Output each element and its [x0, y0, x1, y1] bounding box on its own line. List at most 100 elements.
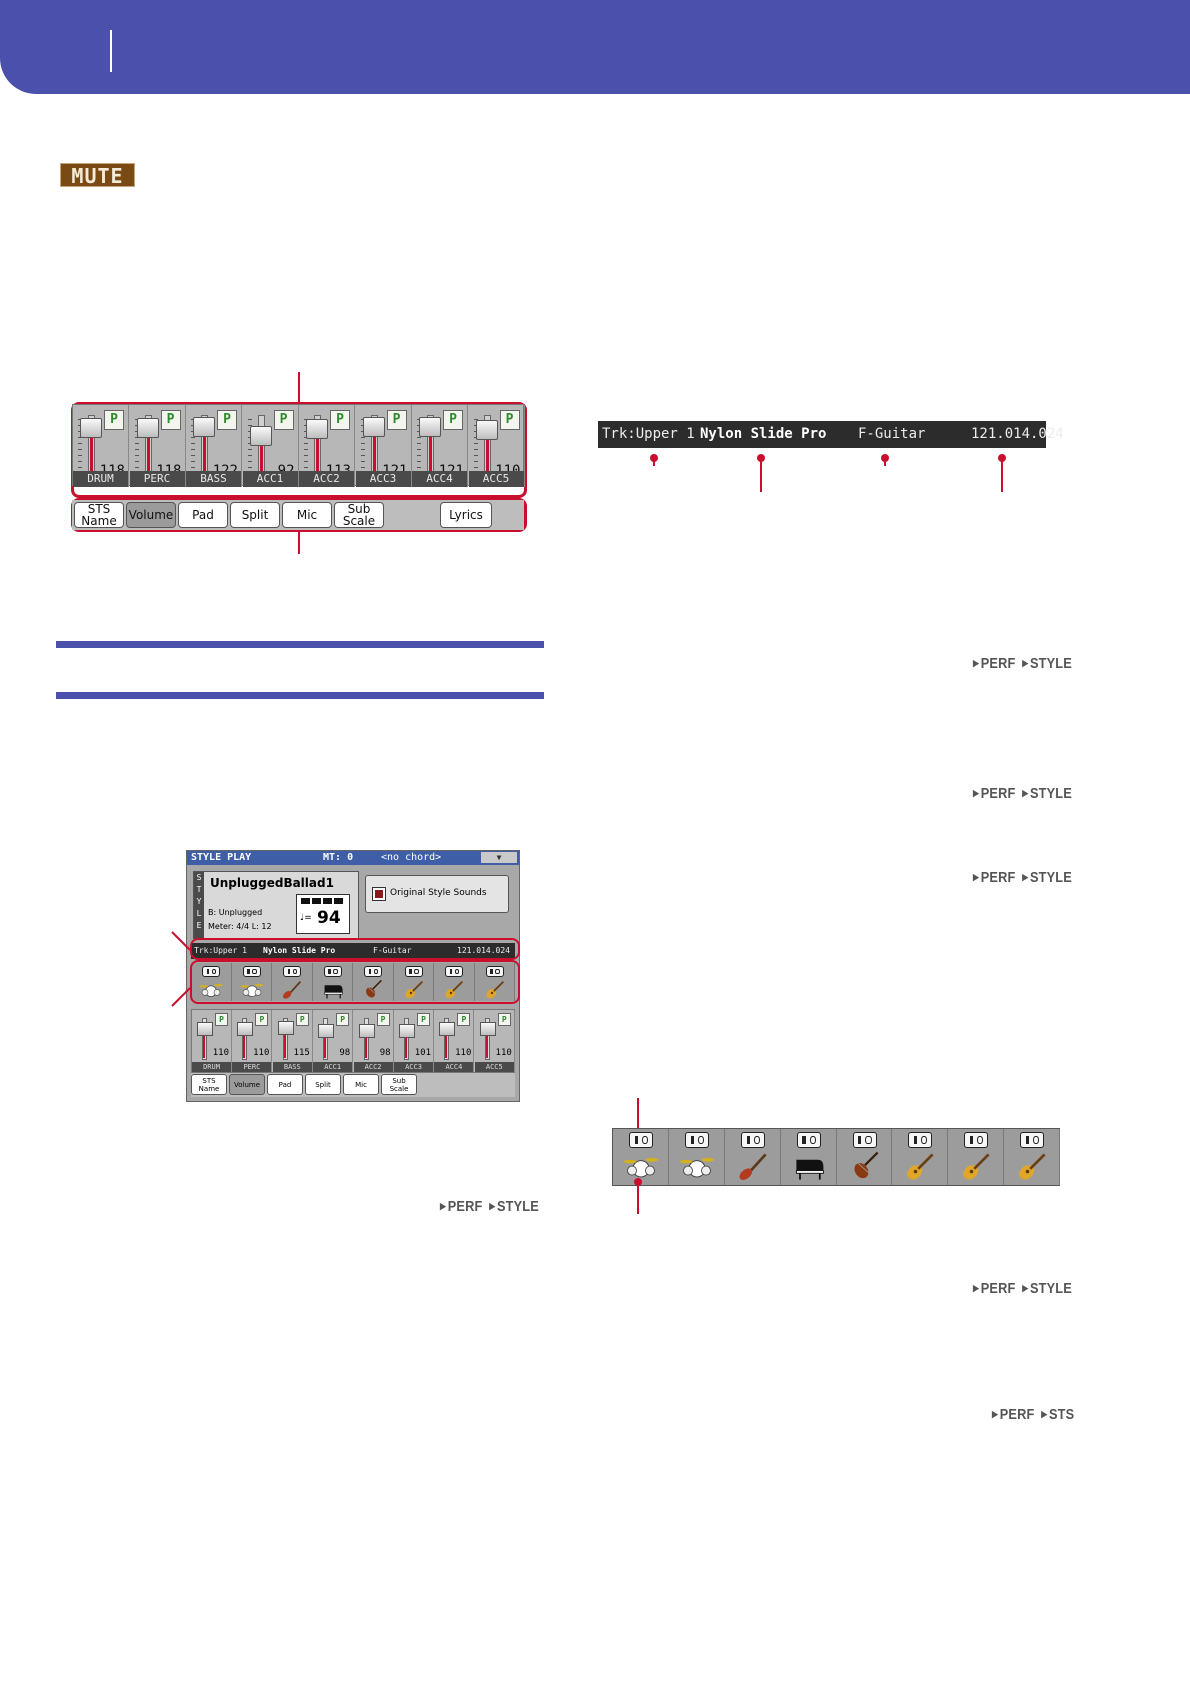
fader-knob[interactable] — [475, 420, 498, 441]
instrument-cell[interactable] — [781, 1129, 837, 1185]
fader-knob[interactable] — [318, 1024, 335, 1039]
instrument-cell[interactable] — [272, 963, 313, 1001]
instrument-cell[interactable] — [353, 963, 394, 1001]
instrument-cell[interactable] — [837, 1129, 893, 1185]
fader-level — [372, 434, 376, 473]
fader-knob[interactable] — [80, 417, 102, 438]
nav-ref-1: ▶PERF▶STYLE — [973, 655, 1072, 672]
fader-level — [405, 1035, 407, 1058]
mixer-channel[interactable]: P121ACC4 — [412, 405, 468, 487]
tab-mic[interactable]: Mic — [282, 502, 332, 528]
play-toggle[interactable]: P — [336, 1013, 350, 1026]
instrument-cell[interactable] — [475, 963, 515, 1001]
tab-volume[interactable]: Volume — [126, 502, 176, 528]
tempo-box[interactable]: ♩= 94 — [296, 894, 350, 934]
fader-knob[interactable] — [399, 1023, 415, 1038]
play-toggle[interactable]: P — [499, 410, 520, 430]
mixer-channel[interactable]: P118DRUM — [73, 405, 129, 487]
fader-knob[interactable] — [193, 416, 215, 437]
tab-sub-scale[interactable]: Sub Scale — [334, 502, 384, 528]
instrument-cell[interactable] — [232, 963, 272, 1001]
tab-sts-name[interactable]: STS Name — [74, 502, 124, 528]
fader-knob[interactable] — [358, 1024, 375, 1039]
tab-split[interactable]: Split — [230, 502, 280, 528]
play-toggle[interactable]: P — [217, 410, 237, 430]
original-style-sounds-button[interactable]: Original Style Sounds — [365, 875, 509, 913]
fader-knob[interactable] — [237, 1021, 254, 1036]
play-toggle[interactable]: P — [443, 410, 463, 430]
instrument-cell[interactable] — [669, 1129, 725, 1185]
menu-dropdown-icon[interactable]: ▼ — [481, 852, 517, 863]
play-toggle[interactable]: P — [104, 410, 124, 430]
instrument-cell[interactable] — [613, 1129, 669, 1185]
fader-knob[interactable] — [362, 416, 385, 437]
mixer-channel[interactable]: P92ACC1 — [242, 405, 299, 487]
midi-in-icon — [796, 1132, 821, 1148]
mini-track-label: Trk:Upper 1 — [194, 946, 247, 955]
fader-knob[interactable] — [197, 1021, 213, 1036]
tab-pad[interactable]: Pad — [178, 502, 228, 528]
instrument-cell[interactable] — [948, 1129, 1005, 1185]
play-toggle[interactable]: P — [273, 410, 294, 430]
midi-in-icon — [283, 966, 302, 977]
play-toggle[interactable]: P — [386, 410, 407, 430]
instrument-cell[interactable] — [1004, 1129, 1061, 1185]
mini-tab-split[interactable]: Split — [305, 1074, 341, 1095]
play-toggle[interactable]: P — [255, 1013, 269, 1026]
instrument-cell[interactable] — [313, 963, 353, 1001]
instrument-cell[interactable] — [725, 1129, 781, 1185]
play-toggle[interactable]: P — [295, 1013, 309, 1026]
mini-tab-sts-name[interactable]: STS Name — [191, 1074, 227, 1095]
channel-name: ACC5 — [474, 1062, 514, 1072]
fader-knob[interactable] — [249, 426, 272, 447]
nav-ref-2: ▶PERF▶STYLE — [973, 785, 1072, 802]
mixer-channel[interactable]: P118PERC — [129, 405, 186, 487]
mini-tab-pad[interactable]: Pad — [267, 1074, 303, 1095]
play-toggle[interactable]: P — [417, 1013, 430, 1026]
instrument-cell[interactable] — [893, 1129, 949, 1185]
fader-knob[interactable] — [479, 1021, 496, 1036]
fader-knob[interactable] — [439, 1021, 456, 1036]
tab-lyrics[interactable]: Lyrics — [440, 502, 492, 528]
nav-ref-mode: PERF — [980, 869, 1016, 886]
checkbox[interactable] — [372, 887, 386, 901]
mini-tab-mic[interactable]: Mic — [343, 1074, 379, 1095]
mixer-channel[interactable]: P121ACC3 — [355, 405, 412, 487]
play-toggle[interactable]: P — [330, 410, 350, 430]
chord-name: <no chord> — [381, 852, 442, 863]
instrument-cell[interactable] — [394, 963, 434, 1001]
fader-knob[interactable] — [306, 419, 328, 440]
play-toggle[interactable]: P — [215, 1013, 228, 1026]
fader-level — [146, 435, 150, 473]
instrument-cell[interactable] — [434, 963, 475, 1001]
fader-knob[interactable] — [419, 416, 441, 437]
mini-tab-sub-scale[interactable]: Sub Scale — [381, 1074, 417, 1095]
fader-knob[interactable] — [277, 1020, 294, 1035]
play-toggle[interactable]: P — [160, 410, 181, 430]
mini-tab-volume[interactable]: Volume — [229, 1074, 265, 1095]
mixer-channel[interactable]: P122BASS — [186, 405, 242, 487]
fader-level — [485, 1033, 488, 1058]
channel-volume-value: 115 — [293, 1048, 310, 1058]
instrument-cell[interactable] — [191, 963, 232, 1001]
callout-line-position — [1001, 456, 1003, 492]
tempo-symbol: ♩= — [300, 913, 312, 923]
page-title: STYLE PLAY — [191, 852, 252, 863]
play-toggle[interactable]: P — [376, 1013, 390, 1026]
drum-kit-icon — [199, 983, 223, 997]
play-toggle[interactable]: P — [497, 1013, 511, 1026]
fader-knob[interactable] — [136, 417, 159, 438]
mixer-channel[interactable]: P113ACC2 — [299, 405, 355, 487]
play-toggle[interactable]: P — [457, 1013, 471, 1026]
